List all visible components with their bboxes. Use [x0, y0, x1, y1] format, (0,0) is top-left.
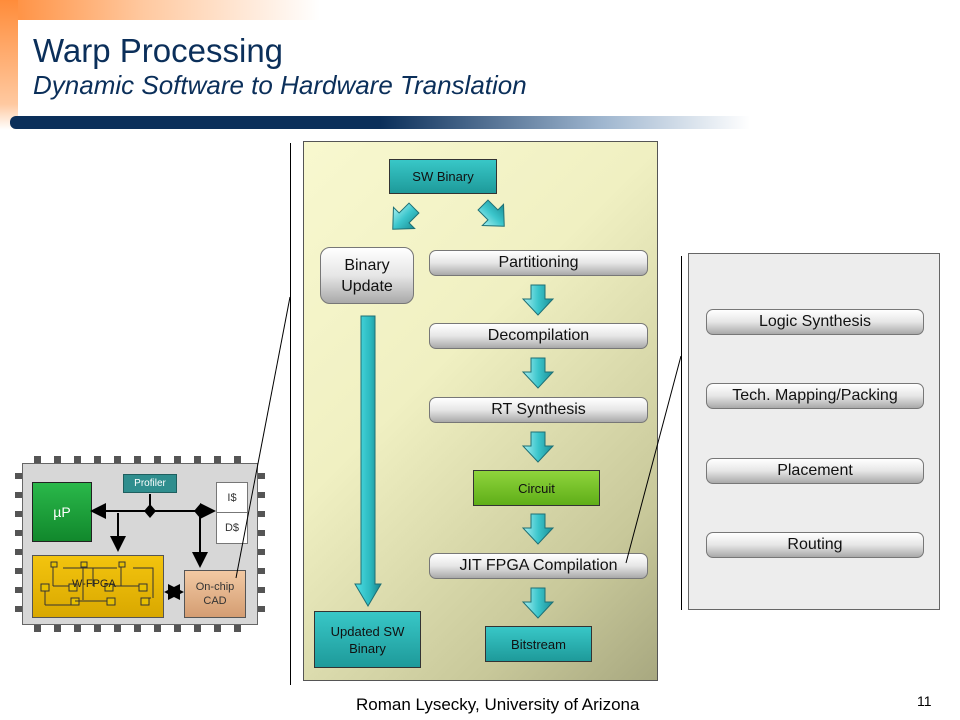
chip-pin: [54, 625, 61, 632]
chip-pin: [74, 625, 81, 632]
rt-synthesis-step: RT Synthesis: [429, 397, 648, 423]
binary-update-line1: Binary: [344, 256, 390, 274]
cad-label-line1: On-chip: [195, 581, 235, 593]
chip-pin: [194, 456, 201, 463]
chip-pin: [15, 587, 22, 593]
circuit-box: Circuit: [473, 470, 600, 506]
wfpga-label: W-FPGA: [72, 578, 116, 590]
chip-pin: [258, 530, 265, 536]
chip-pin: [54, 456, 61, 463]
chip-pin: [258, 492, 265, 498]
bitstream-box: Bitstream: [485, 626, 592, 662]
partitioning-step: Partitioning: [429, 250, 648, 276]
chip-pin: [174, 456, 181, 463]
chip-pin: [234, 456, 241, 463]
chip-pin: [258, 568, 265, 574]
chip-pin: [15, 530, 22, 536]
arrow-to-partitioning: [477, 199, 505, 227]
chip-pin: [94, 456, 101, 463]
chip-pin: [258, 511, 265, 517]
fpga-fabric-icon: [40, 561, 154, 606]
chip-pin: [258, 549, 265, 555]
left-edge-decoration: [0, 0, 18, 130]
wfpga-block: [32, 555, 164, 618]
microprocessor-block: µP: [32, 482, 92, 542]
arrow-decompilation-to-rtsynthesis: [522, 357, 554, 389]
chip-pin: [258, 606, 265, 612]
profiler-block: Profiler: [123, 474, 177, 493]
chip-pin: [154, 625, 161, 632]
arrow-circuit-to-jit: [522, 513, 554, 545]
cad-zoom-line: [681, 256, 682, 610]
arrow-jit-to-bitstream: [522, 587, 554, 619]
title-rule: [10, 116, 750, 129]
arrow-partitioning-to-decompilation: [522, 284, 554, 316]
zoom-divider-line: [290, 143, 291, 685]
arrow-rtsynthesis-to-circuit: [522, 431, 554, 463]
tech-mapping-step: Tech. Mapping/Packing: [706, 383, 924, 409]
sw-binary-box: SW Binary: [389, 159, 497, 194]
binary-update-line2: Update: [341, 277, 393, 295]
chip-pin: [15, 606, 22, 612]
footer-author: Roman Lysecky, University of Arizona: [356, 695, 640, 714]
updated-sw-binary-box: Updated SW Binary: [314, 611, 421, 668]
onchip-cad-block: On-chip CAD: [184, 570, 246, 618]
arrow-binary-update-to-updated: [354, 315, 382, 607]
chip-pin: [134, 625, 141, 632]
placement-step: Placement: [706, 458, 924, 484]
chip-pin: [74, 456, 81, 463]
routing-step: Routing: [706, 532, 924, 558]
chip-pin: [174, 625, 181, 632]
decompilation-step: Decompilation: [429, 323, 648, 349]
dcache-block: D$: [216, 512, 248, 544]
slide-title: Warp Processing: [33, 32, 284, 69]
chip-pin: [214, 625, 221, 632]
updated-sw-binary-line1: Updated SW: [330, 623, 405, 639]
chip-pin: [114, 456, 121, 463]
chip-pin: [194, 625, 201, 632]
chip-pin: [214, 456, 221, 463]
corner-decoration: [0, 0, 320, 20]
chip-bus-lines: [90, 296, 291, 600]
arrow-to-binary-update: [392, 202, 420, 230]
binary-update-box: Binary Update: [320, 247, 414, 304]
chip-pin: [94, 625, 101, 632]
chip-pin: [15, 549, 22, 555]
updated-sw-binary-line2: Binary: [349, 640, 386, 656]
chip-pin: [154, 456, 161, 463]
cad-label-line2: CAD: [203, 595, 227, 607]
page-number: 11: [917, 693, 932, 709]
chip-pin: [34, 625, 41, 632]
chip-pin: [15, 568, 22, 574]
chip-pin: [114, 625, 121, 632]
chip-pin: [258, 587, 265, 593]
chip-pin: [134, 456, 141, 463]
chip-pin: [15, 473, 22, 479]
chip-pin: [234, 625, 241, 632]
chip-pin: [15, 511, 22, 517]
jit-fpga-compilation-step: JIT FPGA Compilation: [429, 553, 648, 579]
slide-subtitle: Dynamic Software to Hardware Translation: [33, 70, 527, 100]
chip-pin: [15, 492, 22, 498]
chip-pin: [258, 473, 265, 479]
chip-pin: [34, 456, 41, 463]
logic-synthesis-step: Logic Synthesis: [706, 309, 924, 335]
